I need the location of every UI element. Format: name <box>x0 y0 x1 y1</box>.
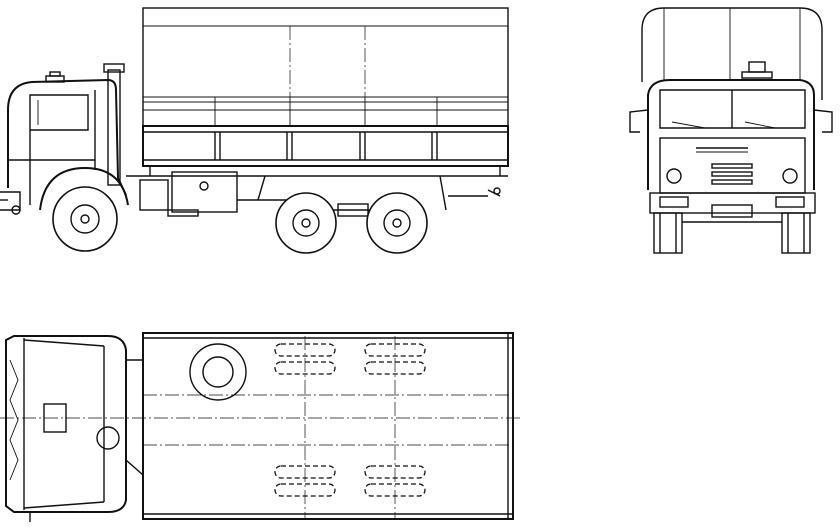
cargo-body <box>142 125 509 211</box>
side-wheels <box>52 186 428 254</box>
truck-side-view-icon <box>0 7 509 254</box>
cab <box>0 63 420 217</box>
canopy <box>142 7 509 127</box>
truck-front-view-icon <box>629 7 833 254</box>
truck-top-view-icon <box>0 332 520 522</box>
